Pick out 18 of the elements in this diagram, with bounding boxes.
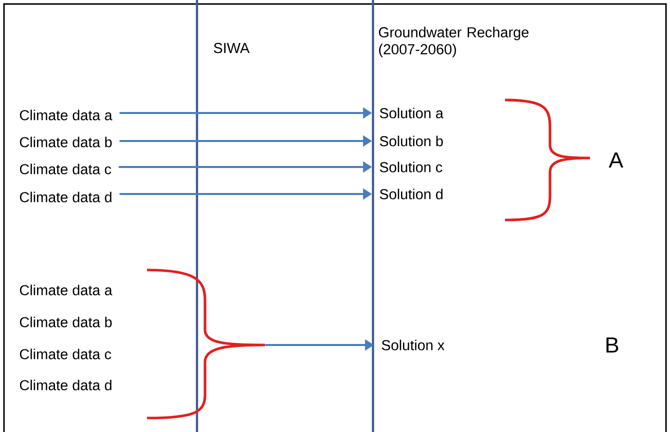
node-text: Solution c: [380, 162, 442, 172]
node-text: Solution a: [380, 108, 444, 118]
node-text: Solution x: [382, 340, 444, 350]
curly-brace: [146, 268, 266, 420]
node-text: Solution d: [380, 188, 442, 200]
node-text: Climate data a: [20, 110, 112, 120]
group-letter: B: [606, 337, 618, 353]
node-text: Climate data b: [20, 316, 112, 328]
node-text: Climate data b: [20, 136, 112, 148]
node-text: Solution b: [380, 136, 443, 146]
node-text: Climate data a: [20, 284, 112, 296]
node-text: Climate data d: [20, 380, 112, 390]
group-letter: A: [608, 152, 624, 168]
node-text: Climate data c: [20, 348, 112, 360]
node-text: Climate data d: [20, 192, 112, 202]
node-text: Climate data c: [20, 164, 112, 174]
column-heading: Groundwater Recharge (2007-2060): [378, 26, 528, 58]
column-heading: SIWA: [214, 42, 250, 54]
